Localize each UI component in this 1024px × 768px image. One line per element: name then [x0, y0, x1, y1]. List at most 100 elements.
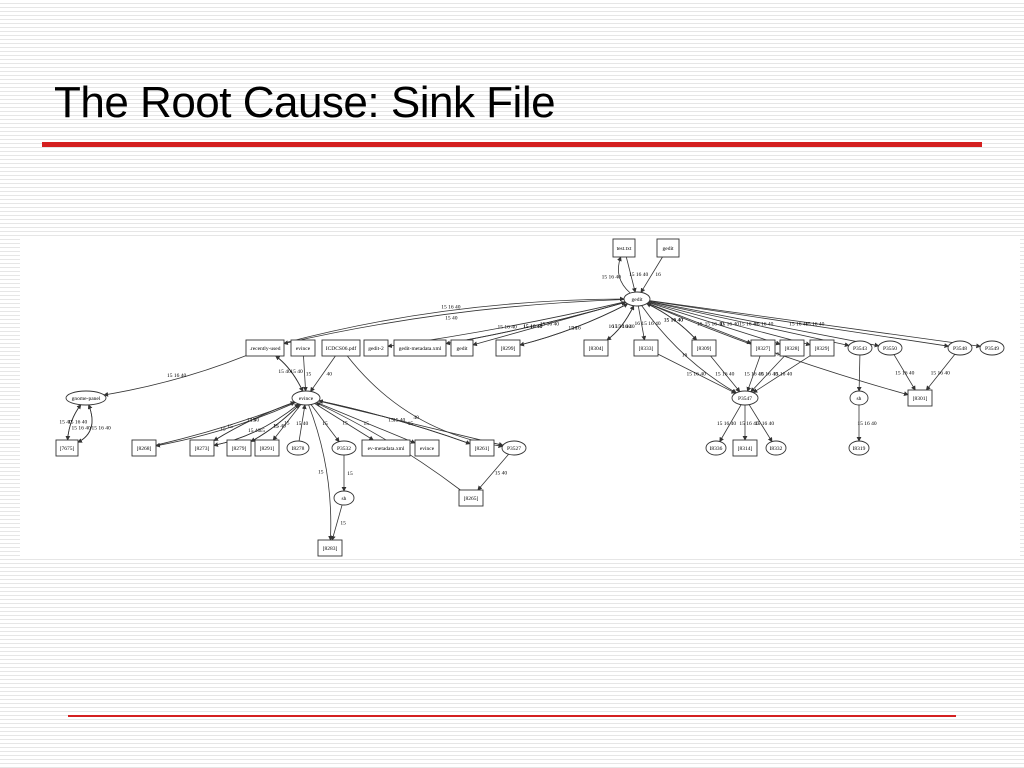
node-label: [8329] [815, 346, 830, 352]
node-label: I8319 [853, 446, 866, 452]
graph-node-p3550: P3550 [877, 340, 903, 356]
edge-label: 15 40 [296, 421, 309, 427]
graph-edge [155, 402, 296, 448]
graph-edge [298, 404, 307, 442]
edge-label: 16 15 16 40 [608, 324, 634, 330]
edge-label: 16 15 16 40 [634, 321, 660, 327]
edge-label: 15 16 40 [705, 321, 725, 327]
graph-node-n8309: [8309] [691, 339, 717, 357]
node-label: P3550 [883, 346, 897, 352]
edge-label: 15 16 40 [523, 324, 543, 330]
edge-label: 15 [342, 420, 348, 426]
process-node-shape [286, 440, 310, 456]
graph-edge [617, 256, 631, 294]
edge-label: 15 16 40 [664, 317, 684, 323]
object-node-shape [907, 389, 933, 407]
edge-label: 15 16 40 [739, 322, 759, 328]
node-label: P3543 [853, 346, 867, 352]
graph-node-p3527: P3527 [501, 440, 527, 456]
process-node-shape [848, 440, 870, 456]
edge-label: 15 16 40 [612, 324, 632, 330]
graph-edge [657, 353, 737, 394]
graph-edge [272, 404, 302, 441]
node-label: gedit-metadata.xml [399, 346, 442, 352]
graph-node-n8268: [8268] [131, 439, 157, 457]
process-node-shape [849, 390, 869, 406]
node-label: gedit [663, 246, 674, 252]
process-node-shape [847, 340, 873, 356]
graph-edge [640, 256, 663, 293]
graph-node-test-txt: test.txt [612, 238, 636, 258]
object-node-shape [245, 339, 285, 357]
graph-edge [316, 402, 416, 444]
edge-label: 15 40 [445, 316, 458, 322]
node-label: [8301] [913, 396, 928, 402]
process-node-shape [623, 291, 651, 307]
node-label: P3547 [738, 396, 752, 402]
node-label: [8279] [232, 446, 247, 452]
graph-node-n8328: [8328] [779, 339, 805, 357]
edge-label: 15 16 40 [720, 322, 740, 328]
graph-node-n8273: [8273] [189, 439, 215, 457]
object-node-shape [469, 439, 495, 457]
edge-label: 15 40 [290, 369, 303, 375]
edge-label: 15 16 40 [767, 352, 787, 358]
edge-label: 15 [250, 418, 256, 424]
graph-edge [606, 305, 635, 341]
edge-label: 15 16 40 [602, 275, 622, 281]
graph-edge [308, 404, 333, 541]
node-label: [8283] [323, 546, 338, 552]
graph-node-icdcs: ICDCS06.pdf [321, 339, 361, 357]
edge-label: 15 16 40 [857, 421, 877, 427]
edge-label: 15 40 [59, 419, 72, 425]
graph-node-evince: evince [291, 390, 321, 406]
node-label: gnome-panel [72, 396, 101, 402]
node-label: .recently-used [250, 346, 281, 352]
edge-label: 16 [655, 272, 661, 278]
graph-node-gedit-top: gedit [656, 238, 680, 258]
node-label: gedit [632, 297, 643, 303]
node-label: evince [296, 346, 311, 352]
edge-label: 15 [388, 418, 394, 424]
edge-label: 40 [327, 371, 333, 377]
node-label: [8327] [756, 346, 771, 352]
edge-label: 15 40 [278, 369, 291, 375]
graph-edge [746, 355, 761, 392]
node-label: [8265] [464, 496, 479, 502]
graph-node-n8301: [8301] [907, 389, 933, 407]
process-node-shape [331, 440, 357, 456]
object-node-shape [393, 339, 447, 357]
graph-node-n8304: [8304] [583, 339, 609, 357]
process-node-shape [979, 340, 1005, 356]
graph-node-i8319: I8319 [848, 440, 870, 456]
object-node-shape [254, 439, 280, 457]
process-node-shape [947, 340, 973, 356]
edge-label: 15 16 40 [497, 325, 516, 331]
object-node-shape [131, 439, 157, 457]
node-label: sh [342, 496, 347, 502]
graph-edge [213, 401, 295, 442]
graph-edge [519, 303, 629, 346]
object-node-shape [691, 339, 717, 357]
graph-node-gedit-box: gedit [450, 339, 474, 357]
node-label: P3549 [985, 346, 999, 352]
graph-node-p3543: P3543 [847, 340, 873, 356]
graph-edge [310, 355, 336, 393]
graph-edge [646, 303, 697, 341]
graph-node-n7675: [7675] [55, 439, 79, 457]
edge-label: 15 16 40 [629, 272, 649, 278]
graph-node-n8283: [8283] [317, 539, 343, 557]
node-label: P3548 [953, 346, 967, 352]
graph-edge [641, 305, 737, 394]
object-node-shape [317, 539, 343, 557]
graph-node-n8327: [8327] [750, 339, 776, 357]
edge-label: 15 16 40 [68, 419, 88, 425]
graph-edge [77, 404, 93, 443]
graph-edge [103, 355, 247, 397]
node-label: [8328] [785, 346, 800, 352]
graph-node-gedit: gedit [623, 291, 651, 307]
node-label: I8336 [710, 446, 723, 452]
object-node-shape [321, 339, 361, 357]
